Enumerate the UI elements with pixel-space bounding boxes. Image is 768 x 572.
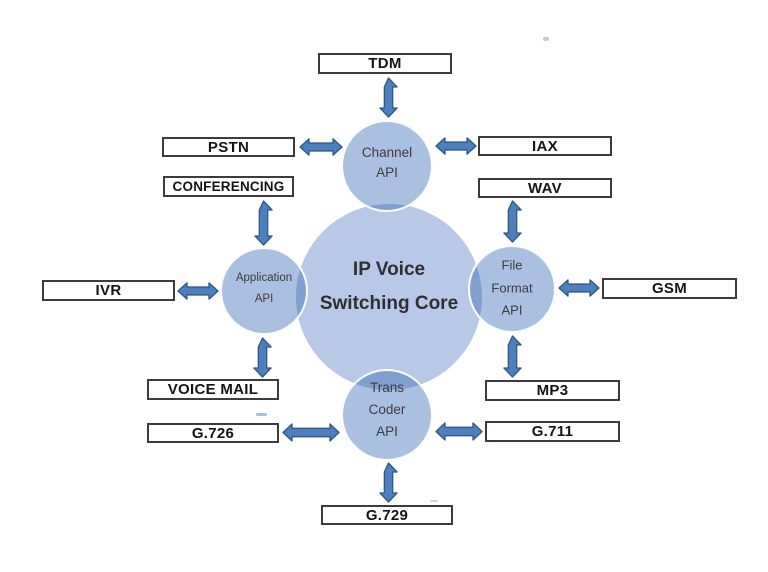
file-format-api-line3: API xyxy=(501,302,523,318)
trans-coder-api-circle xyxy=(341,369,433,461)
application-api-line1: Application xyxy=(235,272,293,284)
box-g729-label: G.729 xyxy=(365,506,409,524)
box-tdm: TDM xyxy=(318,53,452,74)
core-label-line2: Switching Core xyxy=(319,293,459,314)
trans-coder-api-line3: API xyxy=(376,424,398,439)
channel-api-circle xyxy=(341,120,433,212)
application-api-line2: API xyxy=(254,293,274,305)
channel-api-label: Channel API xyxy=(362,143,412,183)
box-pstn-label: PSTN xyxy=(207,138,250,156)
box-iax-label: IAX xyxy=(532,137,558,155)
channel-api-line2: API xyxy=(376,165,398,180)
artifact-dash-above-g726 xyxy=(256,413,267,416)
box-g729: G.729 xyxy=(321,505,453,525)
arrow-transcoder-g711 xyxy=(435,422,483,441)
box-wav-label: WAV xyxy=(528,179,562,197)
arrow-application-voicemail xyxy=(253,337,272,378)
box-conferencing: CONFERENCING xyxy=(163,176,294,197)
channel-api-line1: Channel xyxy=(361,145,413,160)
arrow-transcoder-g729 xyxy=(379,462,398,503)
arrow-fileformat-mp3 xyxy=(503,335,522,378)
arrow-channel-iax xyxy=(435,137,477,155)
box-ivr-label: IVR xyxy=(95,282,122,299)
arrow-conferencing-application xyxy=(254,200,273,246)
arrow-pstn-channel xyxy=(299,138,343,156)
application-api-label: Application API xyxy=(236,268,292,310)
core-label: IP Voice Switching Core xyxy=(320,253,458,321)
box-g726-label: G.726 xyxy=(191,424,235,442)
box-mp3: MP3 xyxy=(485,380,620,401)
arrow-ivr-application xyxy=(177,282,219,300)
box-conferencing-label: CONFERENCING xyxy=(172,179,285,194)
box-voice-mail: VOICE MAIL xyxy=(147,379,279,400)
core-label-line1: IP Voice xyxy=(352,259,426,280)
trans-coder-api-line2: Coder xyxy=(368,402,406,417)
file-format-api-line2: Format xyxy=(491,279,533,295)
box-g726: G.726 xyxy=(147,423,279,443)
trans-coder-api-line1: Trans xyxy=(369,380,404,395)
box-g711-label: G.711 xyxy=(531,423,574,440)
box-g711: G.711 xyxy=(485,421,620,442)
application-api-circle xyxy=(220,247,308,335)
file-format-api-circle xyxy=(468,245,556,333)
core-circle xyxy=(296,204,482,390)
arrow-g726-transcoder xyxy=(282,423,340,442)
box-iax: IAX xyxy=(478,136,612,156)
box-gsm-label: GSM xyxy=(651,280,688,297)
box-mp3-label: MP3 xyxy=(536,382,569,399)
arrow-fileformat-gsm xyxy=(558,279,600,297)
arrow-tdm-channel xyxy=(379,77,398,118)
box-ivr: IVR xyxy=(42,280,175,301)
arrow-wav-fileformat xyxy=(503,200,522,243)
box-voice-mail-label: VOICE MAIL xyxy=(167,381,259,398)
box-tdm-label: TDM xyxy=(368,55,402,72)
artifact-dot-top-right xyxy=(543,37,549,41)
box-wav: WAV xyxy=(478,178,612,198)
box-gsm: GSM xyxy=(602,278,737,299)
artifact-dash-above-g729 xyxy=(430,500,438,502)
box-pstn: PSTN xyxy=(162,137,295,157)
trans-coder-api-label: Trans Coder API xyxy=(369,377,406,443)
file-format-api-label: File Format API xyxy=(491,254,532,322)
file-format-api-line1: File xyxy=(501,257,523,273)
